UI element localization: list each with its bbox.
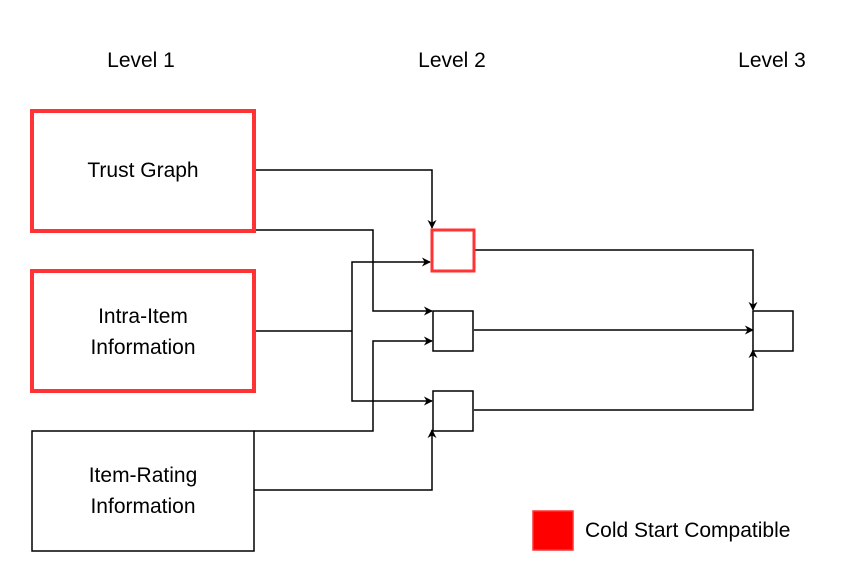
level-2-header: Level 2 [418, 49, 486, 72]
level-3-header: Level 3 [738, 49, 806, 72]
item-rating-box [31, 430, 255, 552]
edge-rating-to-l2-middle [254, 336, 433, 432]
edge-intra-to-l2-top [351, 257, 431, 331]
legend-swatch [532, 510, 574, 551]
trust-graph-box [30, 109, 256, 233]
intra-item-label-line-2: Information [90, 336, 195, 359]
edge-l2-bottom-to-l3 [474, 349, 758, 411]
trust-graph-label: Trust Graph [87, 159, 198, 182]
level-2-node-middle [432, 310, 474, 352]
intra-item-box [30, 269, 256, 393]
level-1-header: Level 1 [107, 49, 175, 72]
intra-item-label-line-1: Intra-Item [98, 305, 188, 328]
edge-trust-to-l2-top [254, 169, 437, 229]
legend-label: Cold Start Compatible [585, 519, 790, 542]
level-2-node-bottom [432, 390, 474, 432]
connectors [254, 169, 758, 491]
item-rating-label-line-1: Item-Rating [89, 464, 198, 487]
item-rating-label-line-2: Information [90, 495, 195, 518]
edge-rating-to-l2-bottom [254, 429, 437, 491]
level-2-node-top [430, 228, 476, 273]
edge-l2-top-to-l3 [474, 249, 758, 311]
edge-trust-to-l2-middle [254, 229, 433, 316]
level-3-node [752, 310, 794, 352]
edge-intra-to-l2-bottom [351, 331, 433, 406]
